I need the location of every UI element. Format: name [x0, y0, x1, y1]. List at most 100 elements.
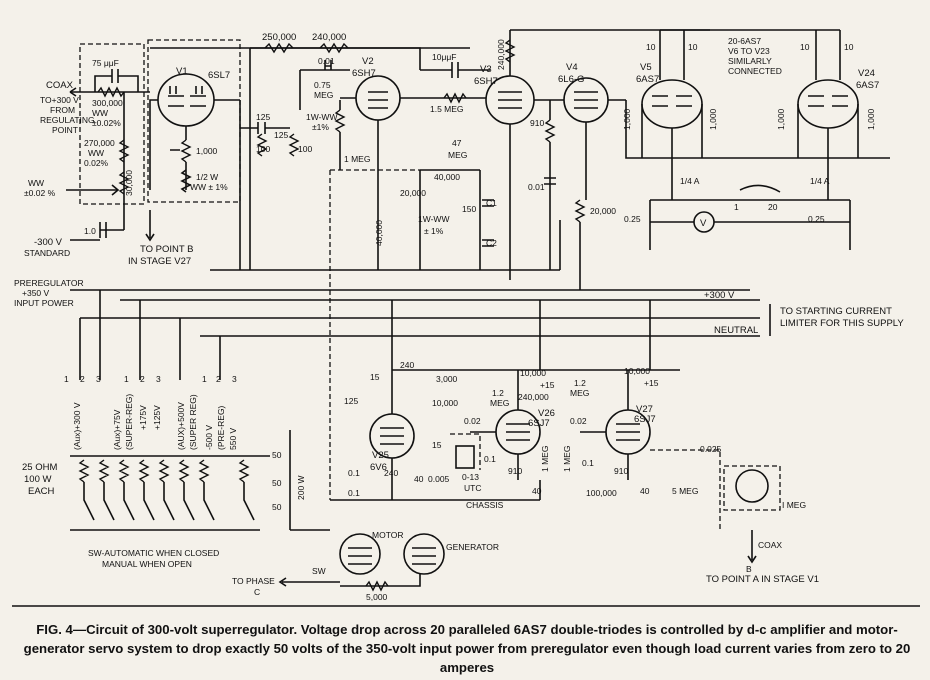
- r100k-label: 100,000: [586, 488, 617, 498]
- ohm25-1: 25 OHM: [22, 462, 57, 473]
- coax-top-label: COAX: [46, 80, 74, 91]
- to-point-b-2: IN STAGE V27: [128, 256, 191, 267]
- r200w-label: 200 W: [296, 475, 306, 500]
- to-point-b-1: TO POINT B: [140, 244, 194, 255]
- v25-tube: V25 6V6: [369, 413, 415, 473]
- sw-2b: 2: [140, 374, 145, 384]
- v27-type: 6SJ7: [634, 414, 656, 425]
- sw-auto-1: SW-AUTOMATIC WHEN CLOSED: [88, 548, 219, 558]
- v5-tube: V5 6AS7: [636, 62, 703, 129]
- sw-2c: 2: [216, 374, 221, 384]
- to-phase-1: TO PHASE: [232, 576, 275, 586]
- r47a-label: 47: [452, 138, 462, 148]
- c40c-label: 40: [640, 486, 650, 496]
- r12megb-label: MEG: [490, 398, 509, 408]
- r10c-label: 10: [800, 42, 810, 52]
- r270k-label: 270,000: [84, 138, 115, 148]
- to-phase-2: C: [254, 587, 260, 597]
- ww-label-1: WW: [28, 178, 44, 188]
- aux-prereg: (PRE-REG): [216, 405, 226, 450]
- c15c-label: +15: [644, 378, 659, 388]
- r240k-resistor: [319, 42, 349, 54]
- r30k-label: 30,000: [124, 170, 134, 196]
- voltmeter-label: V: [700, 218, 707, 229]
- v27-ref: V27: [636, 404, 653, 415]
- ww002-label-b: ±0.02%: [92, 118, 121, 128]
- c01d-label: 0.1: [582, 458, 594, 468]
- figure-caption: FIG. 4—Circuit of 300-volt superregulato…: [14, 620, 920, 677]
- to300-line3: REGULATING: [40, 115, 95, 125]
- r100a-resistor: [256, 133, 268, 157]
- c01b-label: 0.1: [348, 488, 360, 498]
- r12meg2b-label: MEG: [570, 388, 589, 398]
- ohm25-2: 100 W: [24, 474, 51, 485]
- r30k-resistor: [118, 171, 130, 195]
- half-w-label-2: WW ± 1%: [190, 182, 228, 192]
- v3-tube: V3 6SH7: [474, 64, 535, 125]
- v1-ref: V1: [176, 66, 188, 77]
- r1000d-label: 1,000: [866, 108, 876, 130]
- v25-ref: V25: [372, 450, 389, 461]
- ww002-label-c: WW: [88, 148, 104, 158]
- iww1b-label: ±1%: [312, 122, 329, 132]
- r12meg-label: 1.2: [492, 388, 504, 398]
- to300-line2: FROM: [50, 105, 75, 115]
- v2-ref: V2: [362, 56, 374, 67]
- v4-ref: V4: [566, 62, 578, 73]
- r025b-label: 0.25: [808, 214, 825, 224]
- c10-label: 1.0: [84, 226, 96, 236]
- r1megv2-label: 1 MEG: [562, 446, 572, 472]
- fuse-a-label: 1/4 A: [680, 176, 700, 186]
- r5meg-label: 5 MEG: [672, 486, 698, 496]
- r240b-label: 240: [384, 468, 398, 478]
- note-line3: SIMILARLY: [728, 56, 772, 66]
- sw-2a: 2: [80, 374, 85, 384]
- sw1-label: 1: [734, 202, 739, 212]
- ww-label-2: ±0.02 %: [24, 188, 56, 198]
- utc-transformer: [455, 445, 475, 469]
- neg300-label: -300 V: [34, 237, 63, 248]
- r47b-label: MEG: [448, 150, 467, 160]
- r250k-label: 250,000: [262, 32, 296, 43]
- r100b-label: 100: [298, 144, 312, 154]
- to300-line1: TO+300 V: [40, 95, 79, 105]
- r20k-label: 20,000: [400, 188, 426, 198]
- motor-label: MOTOR: [372, 530, 403, 540]
- r15-label: 15: [370, 372, 380, 382]
- aux-500: (AUX)+500V: [176, 402, 186, 450]
- sw-3a: 3: [96, 374, 101, 384]
- coax-b-label: COAX: [758, 540, 782, 550]
- r10b-label: 10: [688, 42, 698, 52]
- iww2b-label: ± 1%: [424, 226, 444, 236]
- r10d-label: 10: [844, 42, 854, 52]
- to-start-2: LIMITER FOR THIS SUPPLY: [780, 318, 904, 329]
- standard-label: STANDARD: [24, 248, 70, 258]
- r50c-label: 50: [272, 502, 282, 512]
- chassis-label: CHASSIS: [466, 500, 504, 510]
- c0005-label: 0.005: [428, 474, 450, 484]
- v3-ref: V3: [480, 64, 492, 75]
- iww1-label: 1W-WW: [306, 112, 337, 122]
- note-line4: CONNECTED: [728, 66, 782, 76]
- prereg-3: INPUT POWER: [14, 298, 74, 308]
- c10uf-label: 10μμF: [432, 52, 456, 62]
- note-line1: 20-6AS7: [728, 36, 761, 46]
- c15-label: 15: [432, 440, 442, 450]
- r240-label: 240: [400, 360, 414, 370]
- r15meg-label: 1.5 MEG: [430, 104, 464, 114]
- r150-label: 150: [462, 204, 476, 214]
- v2-tube: V2 6SH7: [352, 56, 401, 121]
- motor: [339, 533, 381, 575]
- load-resistor-bank: [70, 459, 260, 531]
- r1megv-label: 1 MEG: [540, 446, 550, 472]
- aux-175: +175V: [138, 405, 148, 430]
- aux-300: (Aux)+300 V: [72, 402, 82, 450]
- aux-125: +125V: [152, 405, 162, 430]
- r270k-resistor: [118, 139, 130, 163]
- utc-1: 0-13: [462, 472, 479, 482]
- prereg-2: +350 V: [22, 288, 50, 298]
- r1meg-label: 1 MEG: [344, 154, 370, 164]
- r240k-label: 240,000: [312, 32, 346, 43]
- ohm25-3: EACH: [28, 486, 55, 497]
